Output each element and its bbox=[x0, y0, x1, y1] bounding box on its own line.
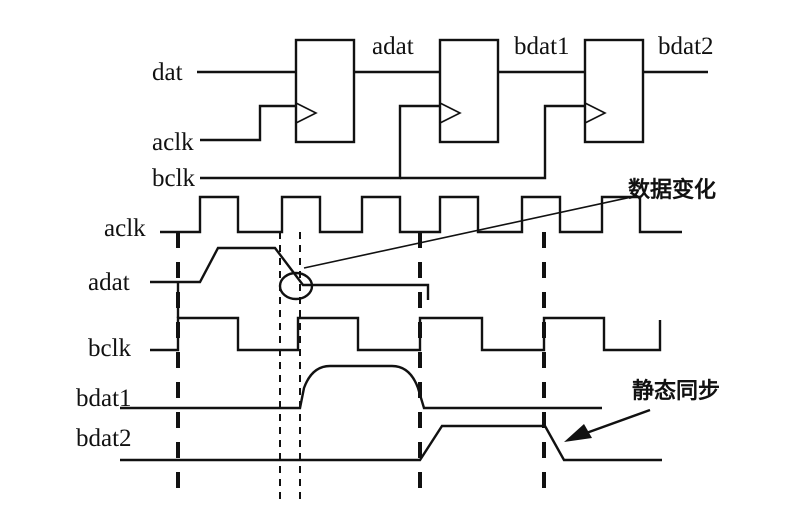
flip-flop-chain: dat aclk bclk adat bdat1 bdat2 bbox=[152, 33, 714, 192]
waveforms: aclk adat bclk bdat1 bdat2 bbox=[76, 195, 682, 462]
bclk-wire-ff3 bbox=[400, 104, 585, 180]
aclk-circuit-label: aclk bbox=[152, 129, 194, 156]
static-sync-annotation: 静态同步 bbox=[632, 378, 720, 404]
static-sync-arrow-shaft bbox=[577, 408, 651, 438]
bclk-circuit-label: bclk bbox=[152, 165, 196, 192]
aclk-wire bbox=[200, 104, 296, 142]
clock-triangle-1 bbox=[295, 102, 318, 124]
adat-waveform bbox=[150, 246, 430, 300]
aclk-timing-label: aclk bbox=[104, 215, 146, 242]
bdat2-timing-label: bdat2 bbox=[76, 425, 132, 452]
clock-triangle-3 bbox=[584, 102, 607, 124]
data-change-annotation: 数据变化 bbox=[628, 177, 716, 203]
bclk-timing-label: bclk bbox=[88, 335, 132, 362]
adat-output-label: adat bbox=[372, 33, 414, 60]
flip-flop-2 bbox=[438, 38, 500, 144]
dat-label: dat bbox=[152, 59, 183, 86]
guide-lines bbox=[176, 232, 546, 500]
bdat1-waveform bbox=[120, 364, 602, 410]
clock-triangle-2 bbox=[439, 102, 462, 124]
bclk-wire-ff2 bbox=[200, 104, 440, 180]
bdat2-output-label: bdat2 bbox=[658, 33, 714, 60]
adat-timing-label: adat bbox=[88, 269, 130, 296]
static-sync-arrow-head bbox=[564, 424, 592, 442]
bclk-waveform bbox=[150, 316, 662, 352]
annotations: 数据变化 静态同步 bbox=[303, 177, 720, 442]
bdat1-output-label: bdat1 bbox=[514, 33, 570, 60]
flip-flop-3 bbox=[583, 38, 645, 144]
bdat2-waveform bbox=[120, 424, 662, 462]
data-change-leader-line bbox=[303, 195, 637, 269]
flip-flop-1 bbox=[294, 38, 356, 144]
